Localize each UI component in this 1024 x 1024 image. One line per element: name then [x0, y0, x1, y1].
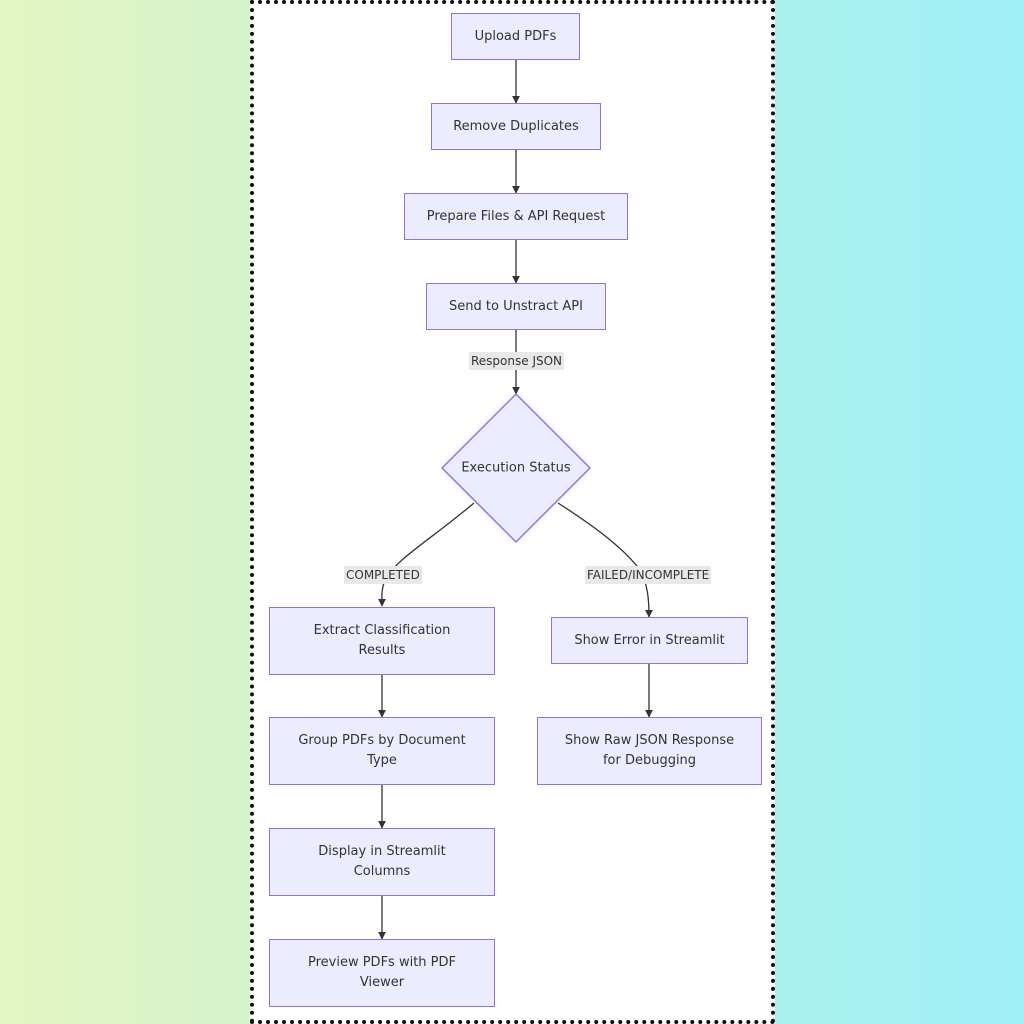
node-preview-pdfs-label: Preview PDFs with PDF Viewer	[307, 955, 456, 990]
node-group-pdfs-label: Group PDFs by Document Type	[298, 733, 466, 768]
node-prepare-request: Prepare Files & API Request	[404, 193, 628, 240]
node-extract-results-label: Extract Classification Results	[313, 623, 451, 658]
node-show-error: Show Error in Streamlit	[551, 617, 748, 664]
node-execution-status-label: Execution Status	[461, 460, 571, 476]
node-show-error-label: Show Error in Streamlit	[574, 632, 725, 648]
node-display-columns: Display in Streamlit Columns	[269, 828, 495, 896]
edge-status-error	[557, 502, 653, 618]
edge-status-extract	[378, 502, 475, 607]
node-remove-duplicates-label: Remove Duplicates	[453, 118, 579, 134]
node-send-api-label: Send to Unstract API	[449, 298, 583, 314]
node-display-columns-label: Display in Streamlit Columns	[318, 844, 446, 879]
edge-label-completed: COMPLETED	[344, 566, 422, 584]
edge-label-response-json: Response JSON	[469, 352, 565, 370]
node-preview-pdfs: Preview PDFs with PDF Viewer	[269, 939, 495, 1007]
node-prepare-request-label: Prepare Files & API Request	[426, 208, 606, 224]
node-remove-duplicates: Remove Duplicates	[431, 103, 601, 150]
node-group-pdfs: Group PDFs by Document Type	[269, 717, 495, 785]
edge-label-failed: FAILED/INCOMPLETE	[585, 566, 712, 584]
node-extract-results: Extract Classification Results	[269, 607, 495, 675]
decision-diamond	[440, 392, 592, 544]
node-send-api: Send to Unstract API	[426, 283, 606, 330]
node-raw-json-label: Show Raw JSON Response for Debugging	[564, 733, 735, 768]
node-upload-pdfs-label: Upload PDFs	[474, 28, 557, 44]
node-raw-json: Show Raw JSON Response for Debugging	[537, 717, 762, 785]
node-upload-pdfs: Upload PDFs	[451, 13, 580, 60]
